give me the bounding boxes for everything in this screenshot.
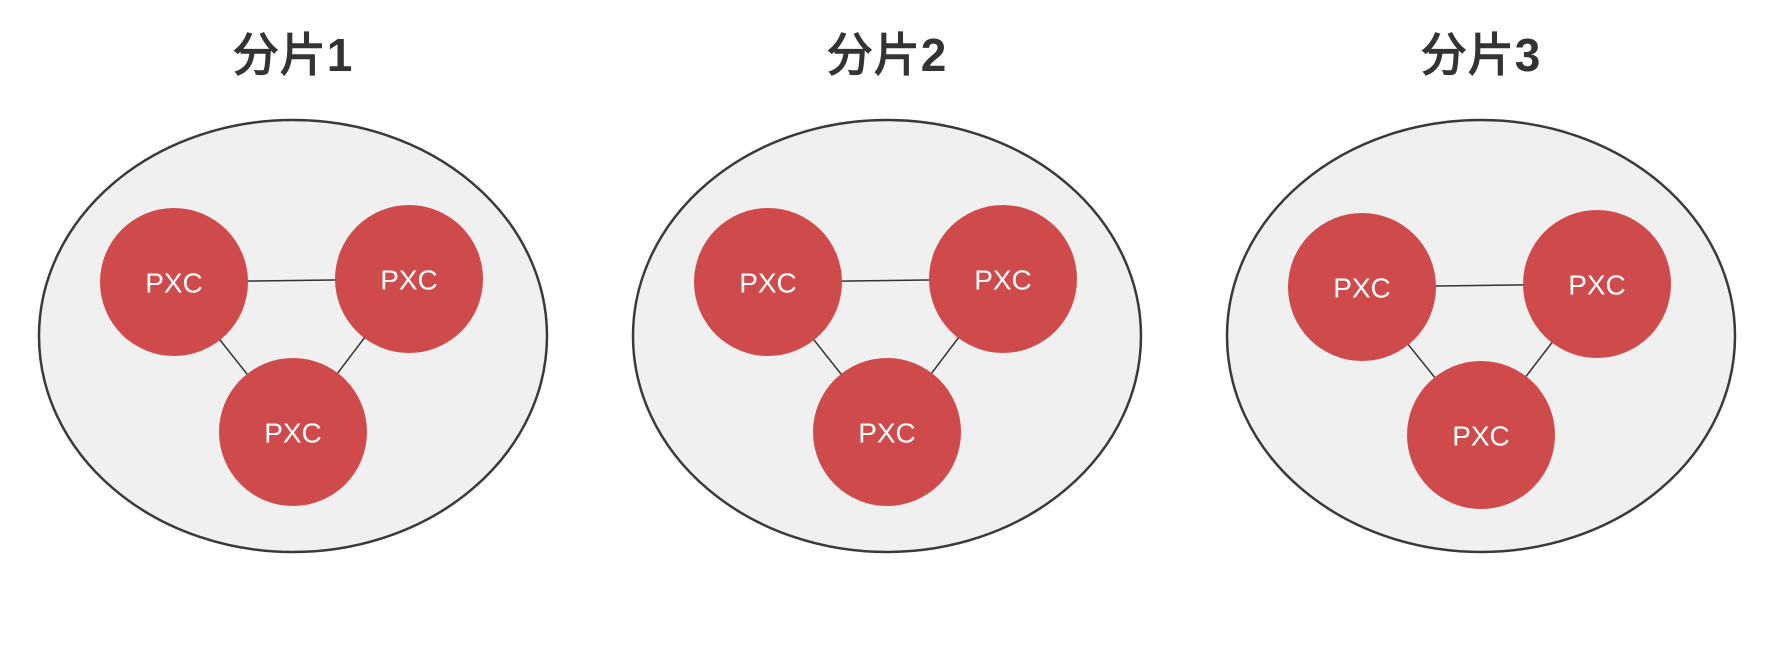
shard-group-2: 分片2 PXC PXC PXC bbox=[613, 28, 1161, 575]
pxc-node: PXC bbox=[335, 205, 483, 354]
pxc-node-label: PXC bbox=[858, 418, 916, 449]
shard-group-1: 分片1 PXC PXC PXC bbox=[19, 28, 567, 575]
pxc-node-label: PXC bbox=[974, 265, 1032, 296]
pxc-node: PXC bbox=[100, 208, 248, 357]
pxc-node-label: PXC bbox=[264, 418, 322, 449]
pxc-node-label: PXC bbox=[739, 268, 797, 299]
pxc-node: PXC bbox=[694, 208, 842, 357]
pxc-node: PXC bbox=[813, 358, 961, 507]
shard-title: 分片3 bbox=[1420, 29, 1542, 81]
shard-title: 分片2 bbox=[826, 29, 948, 81]
shard-group-3: 分片3 PXC PXC PXC bbox=[1207, 28, 1755, 575]
shard-cluster: PXC PXC PXC bbox=[631, 118, 1143, 554]
pxc-node-label: PXC bbox=[145, 268, 203, 299]
pxc-node: PXC bbox=[1523, 210, 1671, 359]
shard-title: 分片1 bbox=[232, 29, 354, 81]
pxc-node: PXC bbox=[929, 205, 1077, 354]
pxc-node: PXC bbox=[219, 358, 367, 507]
shard-cluster: PXC PXC PXC bbox=[1225, 118, 1737, 554]
shard-cluster: PXC PXC PXC bbox=[37, 118, 549, 554]
pxc-node-label: PXC bbox=[380, 265, 438, 296]
pxc-node: PXC bbox=[1407, 361, 1555, 510]
pxc-node-label: PXC bbox=[1333, 273, 1391, 304]
pxc-node-label: PXC bbox=[1452, 421, 1510, 452]
pxc-node: PXC bbox=[1288, 213, 1436, 362]
pxc-node-label: PXC bbox=[1568, 270, 1626, 301]
